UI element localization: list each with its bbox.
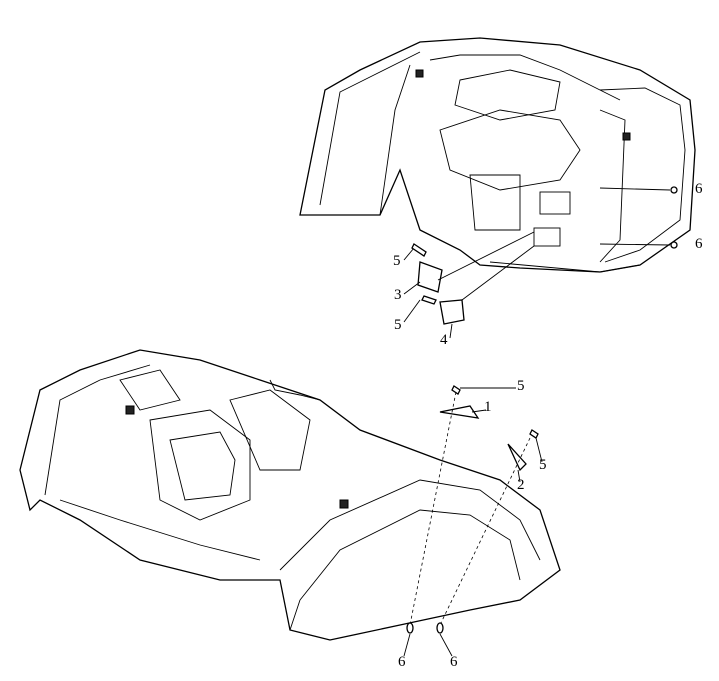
nut-icon bbox=[406, 622, 414, 634]
rear-small-parts bbox=[403, 186, 678, 339]
callout-label: 5 bbox=[539, 457, 547, 473]
callout-label: 5 bbox=[394, 317, 402, 333]
nut-icon bbox=[670, 241, 678, 249]
callout-label: 6 bbox=[398, 654, 406, 670]
callout-label: 5 bbox=[517, 378, 525, 394]
callout-label: 6 bbox=[450, 654, 458, 670]
front-fender bbox=[19, 349, 561, 641]
screw-icon bbox=[451, 385, 461, 395]
callout-label: 6 bbox=[695, 236, 703, 252]
front-small-parts bbox=[403, 385, 543, 657]
callout-label: 5 bbox=[393, 253, 401, 269]
reflector-3-icon bbox=[417, 261, 443, 293]
reflector-4-icon bbox=[439, 299, 465, 325]
callout-label: 3 bbox=[394, 287, 402, 303]
callout-label: 1 bbox=[484, 399, 492, 415]
nut-icon bbox=[436, 622, 444, 634]
screw-icon bbox=[411, 243, 427, 257]
nut-icon bbox=[670, 186, 678, 194]
callout-label: 2 bbox=[517, 477, 525, 493]
callout-label: 6 bbox=[695, 181, 703, 197]
reflector-2-icon bbox=[507, 443, 527, 472]
callout-label: 4 bbox=[440, 332, 448, 348]
screw-icon bbox=[529, 429, 539, 439]
screw-icon bbox=[421, 295, 437, 305]
rear-fender bbox=[299, 37, 696, 273]
